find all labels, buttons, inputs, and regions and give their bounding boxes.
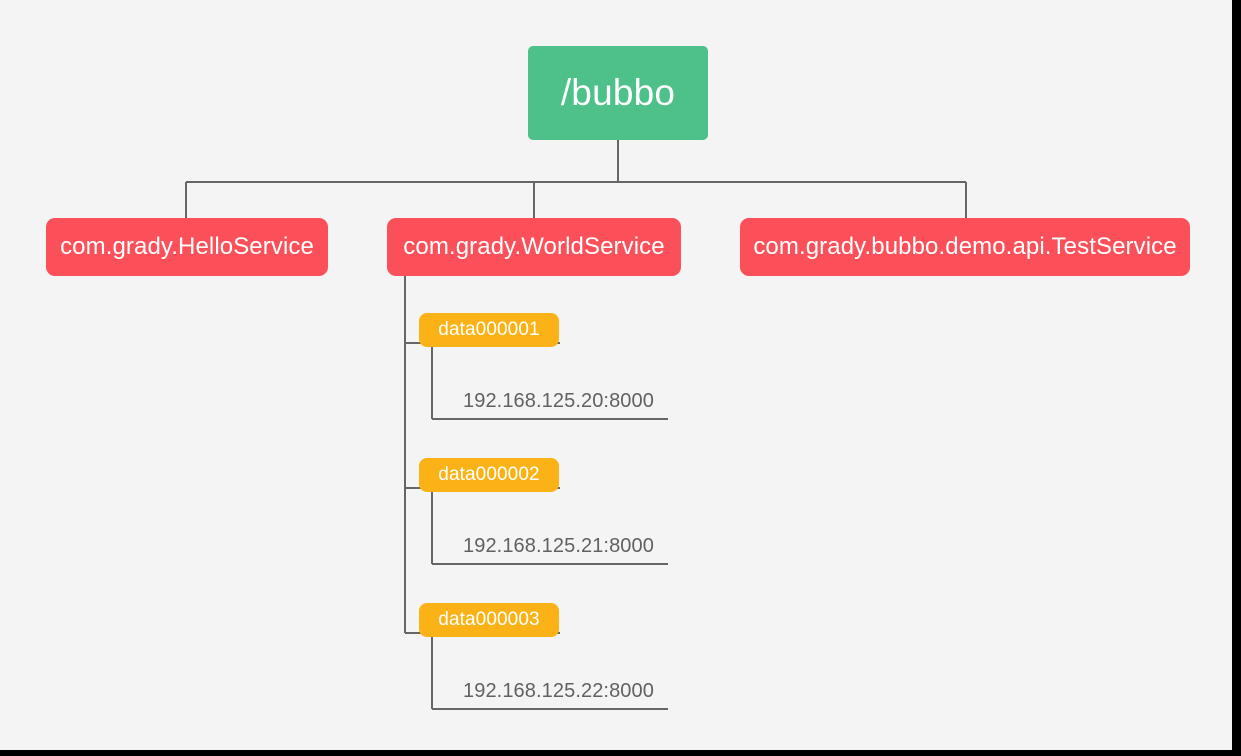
node-instance-data000002[interactable]: data000002 <box>419 458 559 492</box>
node-service-label: com.grady.bubbo.demo.api.TestService <box>753 233 1177 260</box>
instance-address-text: 192.168.125.20:8000 <box>463 390 654 412</box>
instance-address-data000003: 192.168.125.22:8000 <box>463 680 654 703</box>
node-instance-data000003[interactable]: data000003 <box>419 603 559 637</box>
node-service-world[interactable]: com.grady.WorldService <box>387 218 681 276</box>
node-instance-data000001[interactable]: data000001 <box>419 313 559 347</box>
instance-address-text: 192.168.125.22:8000 <box>463 680 654 702</box>
node-service-label: com.grady.WorldService <box>403 233 665 260</box>
node-root-label: /bubbo <box>560 72 676 113</box>
node-root-bubbo[interactable]: /bubbo <box>528 46 708 140</box>
instance-address-data000002: 192.168.125.21:8000 <box>463 535 654 558</box>
node-service-label: com.grady.HelloService <box>60 233 314 260</box>
instance-address-text: 192.168.125.21:8000 <box>463 535 654 557</box>
node-service-test[interactable]: com.grady.bubbo.demo.api.TestService <box>740 218 1190 276</box>
instance-address-data000001: 192.168.125.20:8000 <box>463 390 654 413</box>
node-instance-label: data000001 <box>438 319 540 340</box>
bottom-gutter <box>0 750 1241 756</box>
node-service-hello[interactable]: com.grady.HelloService <box>46 218 328 276</box>
right-gutter <box>1232 0 1241 756</box>
node-instance-label: data000003 <box>438 609 540 630</box>
node-instance-label: data000002 <box>438 464 540 485</box>
